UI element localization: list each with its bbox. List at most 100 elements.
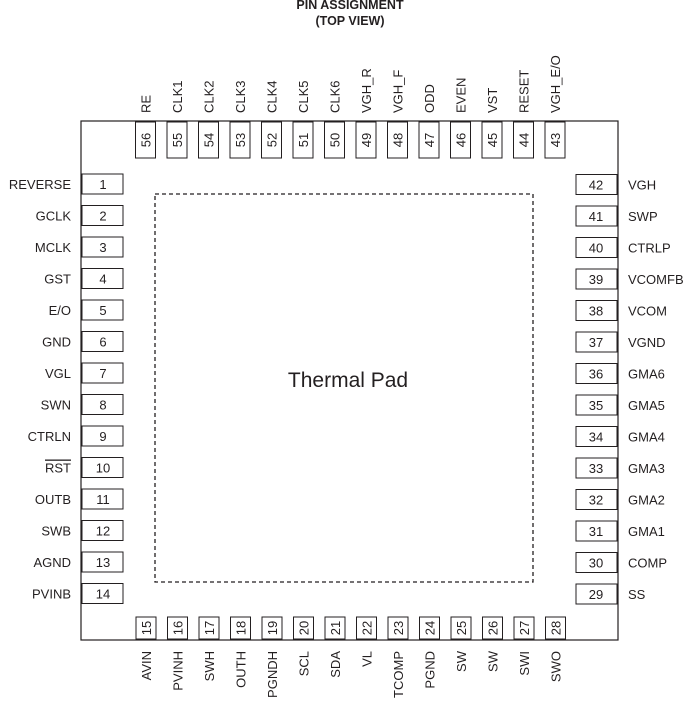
pin-pad: [575, 363, 618, 384]
pin-number: 10: [96, 461, 110, 476]
pin-pad: [575, 520, 618, 542]
pin-label-pvinb: PVINB: [32, 587, 71, 602]
pin-number: 51: [296, 133, 311, 147]
pin-label-tcomp: TCOMP: [391, 651, 406, 698]
pin-pad: [81, 583, 124, 604]
pin-label-gma1: GMA1: [628, 524, 665, 539]
pin-number: 19: [265, 621, 280, 635]
pin-number: 34: [589, 430, 603, 445]
pin-label-pgndh: PGNDH: [265, 651, 280, 698]
pin-label-re: RE: [139, 95, 154, 113]
pin-50: 50 CLK6: [324, 80, 345, 159]
pin-label-gma5: GMA5: [628, 398, 665, 413]
pin-pad: [135, 121, 156, 159]
pin-pad: [545, 616, 566, 640]
pin-number: 50: [328, 133, 343, 147]
pin-number: 32: [589, 493, 603, 508]
pin-number: 6: [99, 335, 106, 350]
pin-7: 7 VGL: [45, 362, 124, 384]
pin-pad: [324, 121, 345, 159]
pin-label-ctrln: CTRLN: [28, 429, 71, 444]
pin-label-ss: SS: [628, 587, 646, 602]
pin-pad: [575, 552, 618, 573]
pin-number: 1: [99, 177, 106, 192]
pin-pad: [81, 236, 124, 258]
pin-label-outb: OUTB: [35, 492, 71, 507]
pin-pad: [292, 121, 314, 159]
pin-label-rst: RST: [45, 461, 71, 476]
pin-pad: [450, 121, 471, 159]
pin-label-sda: SDA: [328, 651, 343, 678]
pin-pad: [167, 616, 188, 640]
pin-label-clk3: CLK3: [233, 80, 248, 113]
pin-pad: [81, 268, 124, 289]
pin-pad: [81, 331, 124, 352]
pin-label-gma4: GMA4: [628, 430, 665, 445]
pins-layer: 1REVERSE2GCLK3MCLK4GST5E/O6GND7VGL8SWN9C…: [9, 55, 684, 698]
pin-number: 38: [589, 304, 603, 319]
pin-label-gma6: GMA6: [628, 367, 665, 382]
pin-number: 9: [99, 429, 106, 444]
pin-label-gnd: GND: [42, 335, 71, 350]
pin-number: 18: [234, 621, 249, 635]
pin-number: 54: [202, 133, 217, 147]
pin-number: 44: [517, 133, 532, 147]
pin-number: 7: [99, 366, 106, 381]
pin-pad: [135, 616, 157, 640]
pin-label-vgnd: VGND: [628, 335, 666, 350]
pin-label-agnd: AGND: [33, 555, 71, 570]
diagram-title-line1: PIN ASSIGNMENT: [296, 0, 404, 12]
pin-35: 35 GMA5: [575, 394, 665, 416]
pin-number: 35: [589, 398, 603, 413]
pin-label-mclk: MCLK: [35, 240, 71, 255]
pin-pad: [324, 616, 346, 640]
pin-number: 5: [99, 303, 106, 318]
pin-label-vgh-r: VGH_R: [359, 68, 374, 113]
pin-5: 5E/O: [49, 299, 124, 321]
pin-pad: [575, 331, 618, 353]
pin-label-clk6: CLK6: [328, 80, 343, 113]
pin-number: 37: [589, 335, 603, 350]
pin-number: 36: [589, 367, 603, 382]
diagram-title-line2: (TOP VIEW): [316, 14, 385, 28]
pin-number: 31: [589, 524, 603, 539]
pin-number: 20: [297, 621, 312, 635]
pin-number: 28: [549, 621, 564, 635]
pin-pad: [198, 121, 219, 159]
pin-label-swn: SWN: [41, 398, 71, 413]
pin-pad: [575, 300, 618, 321]
pin-pad: [482, 616, 503, 640]
thermal-pad-label: Thermal Pad: [288, 369, 408, 392]
pin-label-clk4: CLK4: [265, 80, 280, 113]
pin-label-pvinh: PVINH: [171, 651, 186, 691]
pin-label-odd: ODD: [422, 84, 437, 113]
pin-pad: [544, 121, 566, 159]
pin-label-vgl: VGL: [45, 366, 71, 381]
pin-number: 3: [99, 240, 106, 255]
pin-34: 34 GMA4: [575, 426, 665, 447]
